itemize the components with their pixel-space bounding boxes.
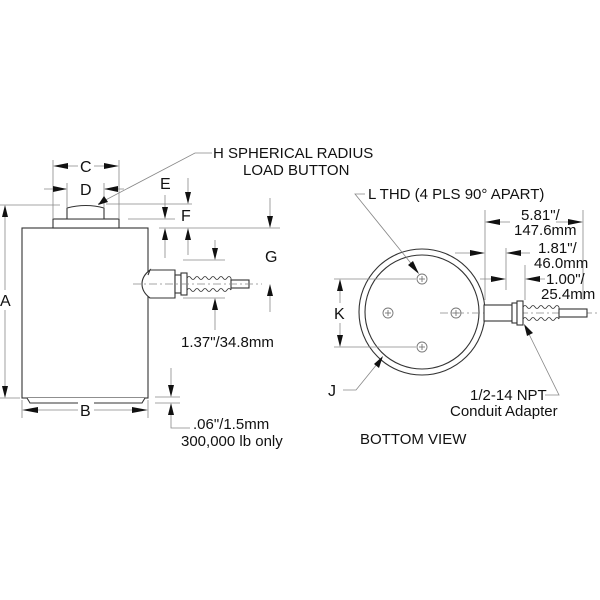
dimension-e: E [106,176,192,258]
load-cell-body [21,227,149,399]
dim-overall-width: 5.81"/ 147.6mm [484,207,584,300]
dimension-b: B [21,400,149,420]
cable-dimension-label: 1.37"/34.8mm [181,334,274,351]
conduit-label-line1: 1/2-14 NPT [470,387,547,404]
base-recess-label-line2: 300,000 lb only [181,433,283,450]
base-recess-label-line1: .06"/1.5mm [193,416,269,433]
thread-callout: L THD (4 PLS 90° APART) [354,186,544,274]
bottom-view: L THD (4 PLS 90° APART) 5.81"/ 147.6mm 1… [328,186,600,448]
load-button [66,204,105,220]
dim-label-g: G [265,249,277,266]
dim-label-f: F [181,208,191,225]
dim-overall-line1: 5.81"/ [521,207,561,224]
dimension-g: G [265,198,277,312]
base-inner-circle [364,254,480,370]
conduit-adapter [483,300,588,326]
dimension-f: F [159,178,280,255]
callout-h-line2: LOAD BUTTON [243,162,349,179]
dim-mid-line2: 46.0mm [534,255,588,272]
dim-mid-line1: 1.81"/ [538,240,578,257]
dim-label-d: D [80,182,92,199]
dim-mid-width: 1.81"/ 46.0mm [455,240,588,290]
cable-connector [133,268,262,299]
dimension-a: A [0,204,60,399]
conduit-label-line2: Conduit Adapter [450,403,558,420]
dim-small-line2: 25.4mm [541,286,595,303]
thread-callout-label: L THD (4 PLS 90° APART) [368,186,544,203]
load-button-collar [52,218,120,229]
load-button-callout: H SPHERICAL RADIUS LOAD BUTTON [97,145,373,205]
dim-label-j: J [328,383,336,400]
dim-label-a: A [0,293,11,310]
dimension-d: D [44,182,124,207]
dim-label-k: K [334,306,345,323]
base-recess-dimension: .06"/1.5mm 300,000 lb only [155,368,283,450]
dim-small-line1: 1.00"/ [546,271,586,288]
cable-dimension: 1.37"/34.8mm [181,240,274,351]
bottom-view-title: BOTTOM VIEW [360,431,467,448]
dimension-k: K [334,278,416,348]
dimension-j: J [328,356,383,400]
dim-label-b: B [80,403,91,420]
dim-label-e: E [160,176,171,193]
conduit-callout: 1/2-14 NPT Conduit Adapter [450,324,560,420]
dim-label-c: C [80,159,92,176]
callout-h-line1: H SPHERICAL RADIUS [213,145,373,162]
dim-overall-line2: 147.6mm [514,222,577,239]
side-view: A B C D [0,145,373,450]
dim-small-width: 1.00"/ 25.4mm [480,265,595,303]
